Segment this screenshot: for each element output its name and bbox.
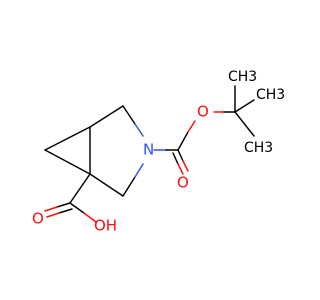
bond-tbutyl-to-bottom-methyl <box>234 111 255 137</box>
bond-cyclopropane-top <box>44 126 91 151</box>
bond-bottom-ch2 <box>89 173 124 197</box>
structure-svg: N O O O OH CH3 CH3 CH3 <box>32 69 285 235</box>
bond-acid-double-2-carbon <box>58 208 73 214</box>
bond-carbonyl-to-ester-o-carbon <box>177 131 189 151</box>
bond-acid-to-oh-oxygen <box>83 212 97 223</box>
boc-carbonyl-oxygen-label: O <box>177 174 189 192</box>
top-methyl-label: CH3 <box>228 69 257 85</box>
bond-ch2-to-n-top-nitrogen <box>134 123 144 137</box>
bond-cyclopropane-bottom <box>44 149 91 175</box>
bond-boc-carbonyl-double-2-oxygen <box>177 163 184 175</box>
bond-ch2-to-n-bottom-carbon <box>122 176 136 197</box>
hydroxyl-label: OH <box>94 217 117 235</box>
bond-boc-carbonyl-double-1-oxygen <box>182 160 189 172</box>
bond-top-ch2 <box>89 105 124 128</box>
bond-carbonyl-to-ester-o-oxygen <box>187 120 196 133</box>
bond-acid-double-2-oxygen <box>46 212 60 218</box>
bond-ch2-to-n-bottom-nitrogen <box>134 163 144 178</box>
bond-boc-carbonyl-double-1-carbon <box>177 149 184 162</box>
nitrogen-label: N <box>143 141 154 159</box>
bond-boc-carbonyl-double-2-carbon <box>172 152 179 165</box>
bottom-methyl-label: CH3 <box>244 140 273 156</box>
right-methyl-label: CH3 <box>256 87 285 103</box>
ester-oxygen-label: O <box>197 103 209 121</box>
bond-tbutyl-to-right-methyl <box>234 99 255 113</box>
acid-carbonyl-oxygen-label: O <box>32 210 44 228</box>
bond-ch2-to-n-top-carbon <box>122 105 136 125</box>
bond-acid-to-oh-carbon <box>69 202 85 214</box>
molecule-diagram: N O O O OH CH3 CH3 CH3 <box>32 69 286 235</box>
bond-acid-double-1-oxygen <box>44 206 58 212</box>
bond-ring-to-acid-carbon <box>69 173 91 204</box>
bond-acid-double-1-carbon <box>56 202 71 208</box>
